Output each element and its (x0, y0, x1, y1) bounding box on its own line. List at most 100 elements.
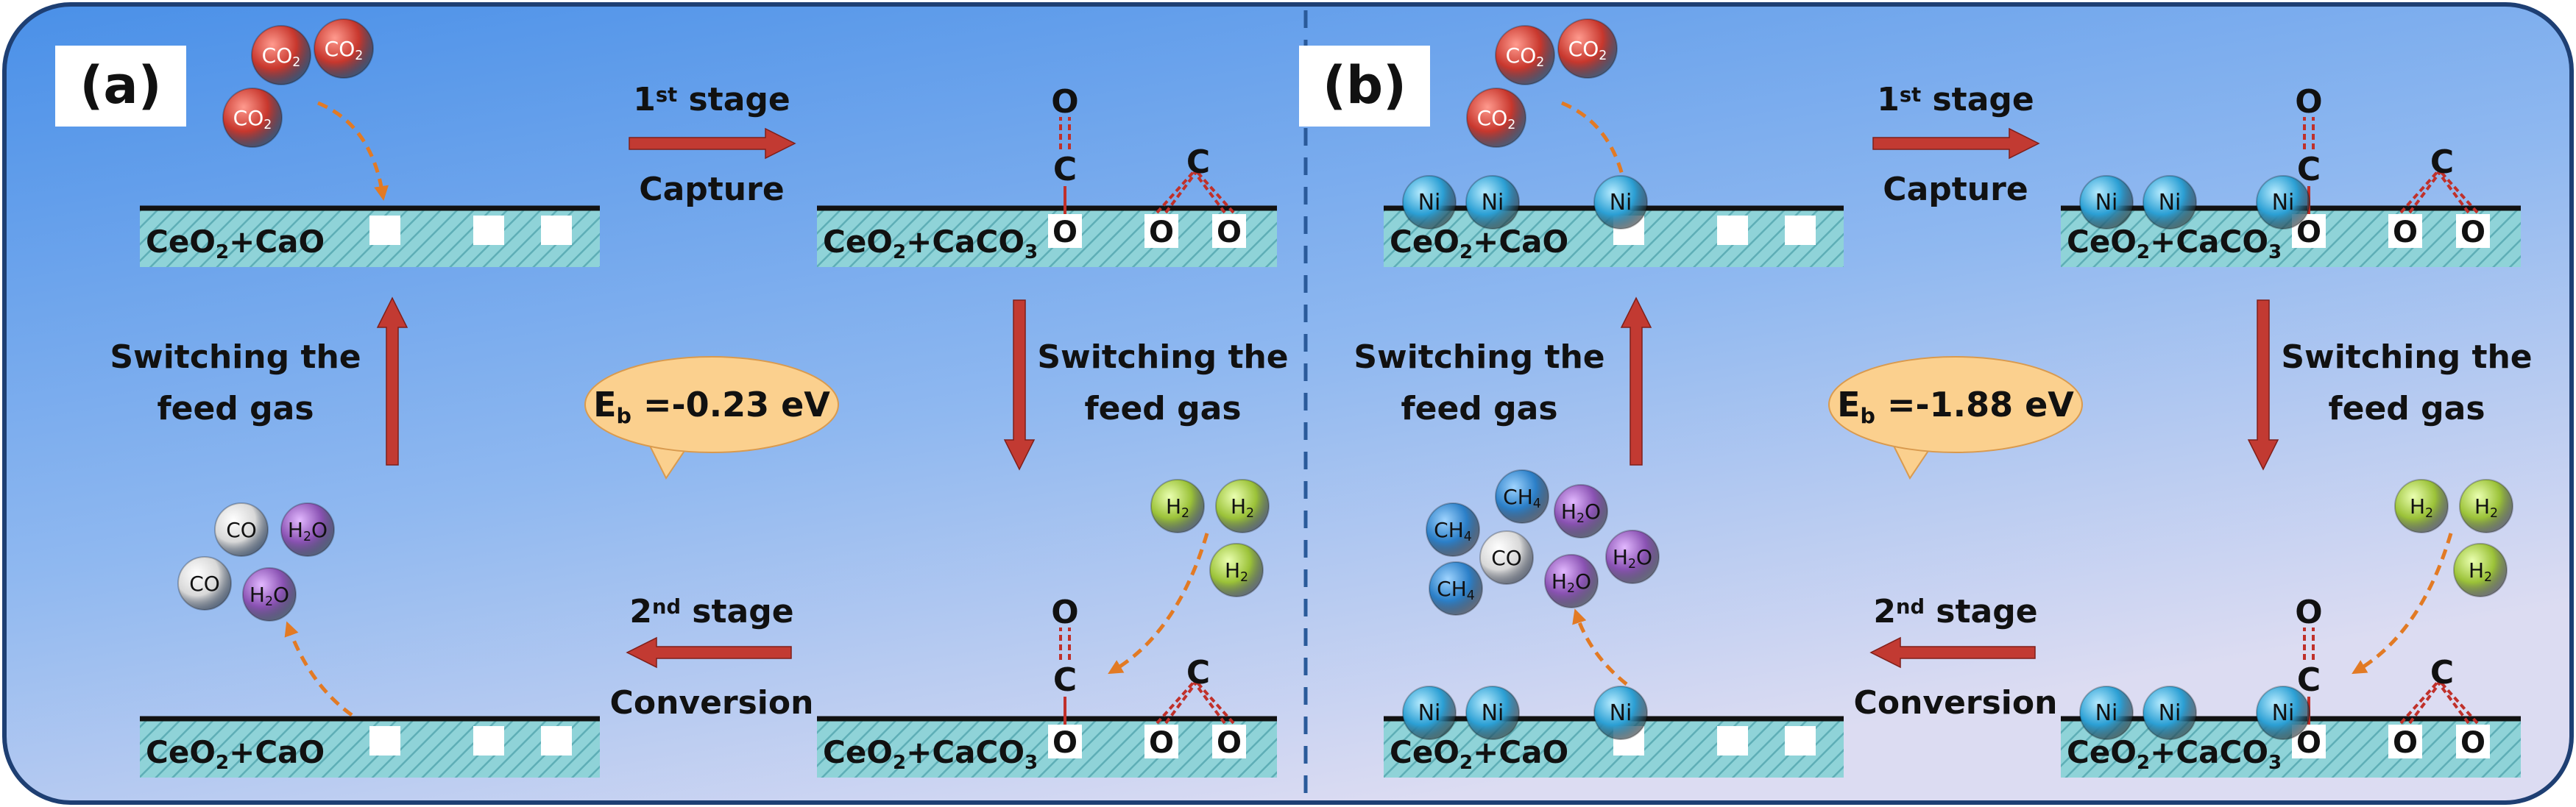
panel-a-co-2-label: CO (189, 572, 220, 596)
panel-b-stage2-title: 2nd stage (1873, 593, 2037, 630)
panel-b-ch4-3-label: CH4 (1437, 577, 1475, 603)
panel-a-linear-co2-top: OCO (1048, 83, 1082, 249)
panel-a-co2-3-label: CO2 (233, 106, 272, 132)
panel-b-arrow-switch-down (2247, 299, 2279, 471)
panel-a-arrow-stage1 (629, 127, 796, 160)
panel-b-ni-0-1: Ni (1465, 175, 1520, 230)
panel-b-co2-2-label: CO2 (1568, 37, 1607, 63)
panel-b-ni-2-0: Ni (1402, 686, 1457, 740)
panel-b-ni-2-1-label: Ni (1482, 700, 1504, 726)
panel-a-support-start-top-label: CeO2+CaO (146, 224, 325, 263)
panel-b-ni-1-2-label: Ni (2272, 190, 2295, 216)
panel-a-bidentate-bottom-o1-o: O (1149, 726, 1174, 760)
panel-b-ni-0-0: Ni (1402, 175, 1457, 230)
panel-b-ni-1-1-label: Ni (2159, 190, 2182, 216)
panel-a-bidentate-bottom-o1: O (1144, 725, 1178, 760)
panel-b-support-carb-bottom-label: CeO2+CaCO3 (2067, 734, 2282, 774)
panel-b-h2o-1: H2O (1554, 484, 1608, 538)
panel-a-switch-left-1: Switching the (110, 338, 361, 376)
panel-b-bidentate-top-o1-o: O (2393, 216, 2418, 249)
panel-a-co-1: CO (214, 502, 269, 557)
panel-b-binding-energy-bubble: Eb =-1.88 eV (1828, 356, 2083, 480)
panel-a-co2-adsorb-path (317, 101, 389, 201)
panel-b-ch4-2-label: CH4 (1434, 518, 1472, 544)
panel-a-co2-1: CO2 (251, 25, 311, 85)
panel-b-ni-2-1: Ni (1465, 686, 1520, 740)
panel-a-co2-3: CO2 (222, 88, 283, 148)
panel-b-ni-1-0-label: Ni (2095, 190, 2118, 216)
panel-a-h2-3-label: H2 (1225, 558, 1248, 585)
panel-b-bidentate-top-o2-o: O (2460, 216, 2485, 249)
panel-b-arrow-switch-up (1620, 296, 1652, 466)
panel-a-tag: (a) (55, 46, 186, 127)
panel-b-switch-left-2: feed gas (1401, 390, 1557, 427)
panel-b-vacancy-2 (1717, 216, 1748, 245)
panel-a-support-carb-bottom: CeO2+CaCO3 (817, 716, 1277, 778)
panel-b-h2-1: H2 (2394, 479, 2449, 533)
panel-b-ni-2-2-label: Ni (1610, 700, 1632, 726)
panel-b-h2-2-label: H2 (2474, 494, 2498, 521)
panel-b-linear-co2-top-c: C (2297, 151, 2321, 188)
panel-a-support-start-bottom-label: CeO2+CaO (146, 734, 325, 774)
panel-a-support-carb-top-label: CeO2+CaCO3 (823, 224, 1038, 263)
panel-b-bidentate-bottom-o1-o: O (2393, 726, 2418, 760)
panel-a-h2-1: H2 (1150, 479, 1205, 533)
panel-a-bidentate-top-o2: O (1212, 214, 1246, 249)
panel-b-co2-1-label: CO2 (1506, 43, 1545, 70)
panel-b-arrow-stage1 (1872, 127, 2040, 160)
panel-a-support-carb-top: CeO2+CaCO3 (817, 205, 1277, 267)
panel-b-bidentate-bottom-o2: O (2456, 725, 2490, 760)
panel-a-switch-left-2: feed gas (157, 390, 314, 427)
panel-b-arrow-stage2 (1869, 636, 2036, 669)
panel-b-h2-path (2352, 533, 2453, 675)
panel-a-arrow-switch-up (376, 296, 408, 466)
panel-b-vacancy-6 (1785, 726, 1816, 756)
panel-a-vacancy-3 (541, 216, 572, 245)
panel-a-h2-3: H2 (1209, 543, 1264, 597)
panel-a-vacancy-5 (473, 726, 504, 756)
panel-a-binding-energy-text: Eb =-0.23 eV (593, 385, 830, 428)
panel-b-ni-1-1: Ni (2142, 175, 2197, 230)
panel-b-h2o-2-label: H2O (1613, 545, 1652, 572)
panel-b-stage1-title: 1st stage (1877, 81, 2034, 118)
panel-b-h2o-3: H2O (1544, 554, 1599, 608)
panel-a-h2o-1: H2O (280, 502, 335, 557)
panel-b-stage1-action: Capture (1883, 171, 2028, 208)
panel-a-bidentate-top-o1: O (1144, 214, 1178, 249)
panel-a-linear-co2-bottom-surface-o-o: O (1052, 726, 1078, 760)
panel-b-ni-3-2: Ni (2256, 686, 2310, 740)
panel-b-ni-3-1: Ni (2142, 686, 2197, 740)
panel-a-h2-2: H2 (1215, 479, 1270, 533)
panel-a-h2o-2-label: H2O (250, 583, 289, 609)
panel-a-bidentate-bottom-o2: O (1212, 725, 1246, 760)
panel-b-h2-3-label: H2 (2469, 558, 2492, 585)
panel-b-switch-right-1: Switching the (2281, 338, 2532, 376)
panel-b-ni-2-0-label: Ni (1418, 700, 1441, 726)
panel-a-linear-co2-top-c: C (1053, 151, 1077, 188)
panel-a-co2-2: CO2 (314, 18, 374, 79)
panel-a-bidentate-bottom-o2-o: O (1217, 726, 1242, 760)
panel-a-linear-co2-top-o-top: O (1051, 83, 1078, 121)
panel-b-binding-energy-text: Eb =-1.88 eV (1837, 385, 2074, 428)
panel-b-ni-2-2: Ni (1593, 686, 1648, 740)
panel-a-bidentate-bottom-c: C (1186, 654, 1210, 692)
panel-b-h2-3: H2 (2453, 543, 2508, 597)
panel-b-support-carb-top: CeO2+CaCO3 (2061, 205, 2521, 267)
panel-b-tag: (b) (1299, 46, 1430, 127)
panel-b-linear-co2-bottom-o-top: O (2295, 594, 2322, 631)
panel-a-linear-co2-bottom-surface-o: O (1048, 725, 1082, 760)
panel-a-linear-co2-top-surface-o: O (1048, 214, 1082, 249)
panel-b-ni-1-0: Ni (2079, 175, 2134, 230)
panel-b-co-1: CO (1479, 530, 1534, 585)
panel-b-co2-1: CO2 (1495, 25, 1555, 85)
panel-b-co2-3-label: CO2 (1477, 106, 1516, 132)
panel-b-bidentate-top-o2: O (2456, 214, 2490, 249)
panel-a-linear-co2-bottom-c: C (1053, 661, 1077, 699)
panel-a-tag-text: (a) (79, 55, 161, 115)
panel-a-h2o-1-label: H2O (288, 518, 328, 544)
